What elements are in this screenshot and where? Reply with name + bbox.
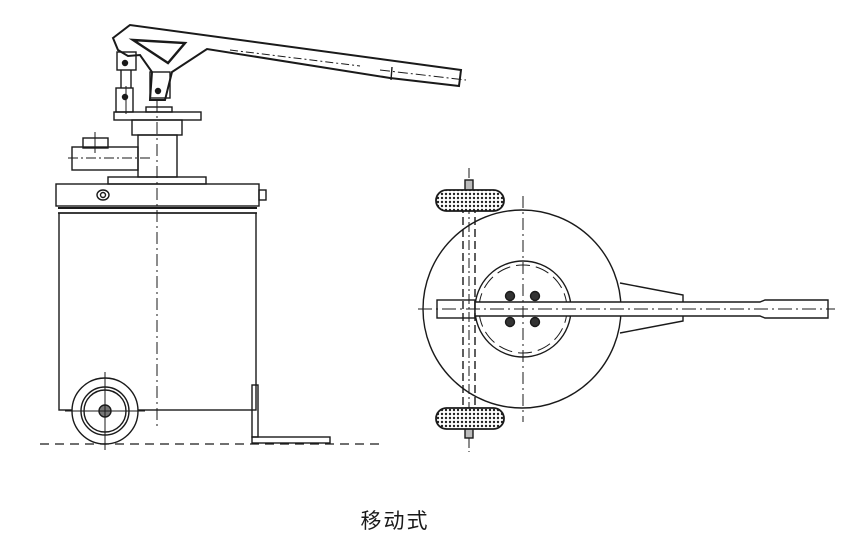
bottom-wheel [435, 407, 505, 430]
top-view [418, 168, 835, 452]
drawing-caption: 移动式 [360, 509, 430, 533]
handle-top [418, 299, 835, 319]
bolts [504, 290, 541, 328]
stand [251, 384, 331, 444]
pump-handle [111, 23, 467, 101]
linkage [115, 51, 173, 114]
top-wheel [435, 189, 505, 212]
side-view [40, 23, 467, 450]
wheel [65, 372, 145, 450]
pump-body [68, 111, 207, 185]
tank [55, 183, 267, 411]
